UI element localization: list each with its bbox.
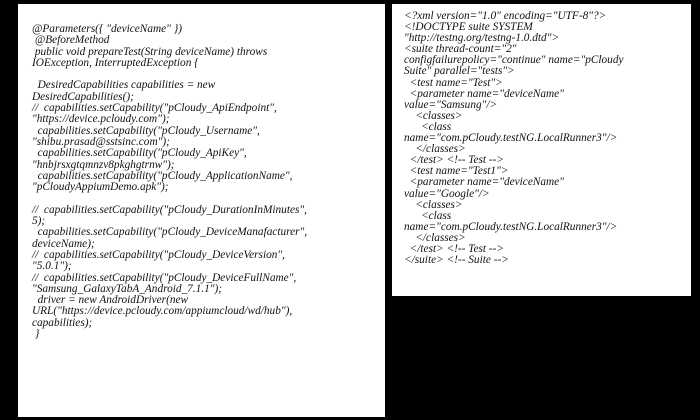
code-line: Suite" parallel="tests"> (404, 65, 515, 78)
code-line: "5.0.1"); (32, 260, 72, 273)
code-line: DesiredCapabilities(); (32, 90, 134, 103)
code-line: "shibu.prasad@sstsinc.com"); (32, 135, 170, 148)
code-line: name="com.pCloudy.testNG.LocalRunner3"/> (404, 132, 618, 145)
code-line: "pCloudyAppiumDemo.apk"); (32, 181, 169, 194)
code-line: name="com.pCloudy.testNG.LocalRunner3"/> (404, 220, 618, 233)
code-line: capabilities.setCapability("pCloudy_Devi… (32, 226, 308, 239)
code-line: value="Google"/> (404, 187, 490, 200)
code-line: <class (404, 120, 452, 133)
code-line: </test> <!-- Test --> (404, 154, 505, 167)
code-line: DesiredCapabilities capabilities = new (32, 79, 216, 92)
code-line: capabilities); (32, 316, 93, 329)
code-line: // capabilities.setCapability("pCloudy_A… (32, 102, 277, 115)
code-line: capabilities.setCapability("pCloudy_ApiK… (32, 147, 247, 160)
code-line: </classes> (404, 231, 466, 244)
code-line: // capabilities.setCapability("pCloudy_D… (32, 271, 297, 284)
code-line: @Parameters({ "deviceName" }) (32, 23, 182, 35)
code-line: <parameter name="deviceName" (404, 176, 564, 189)
code-line: "Samsung_GalaxyTabA_Android_7.1.1"); (32, 282, 223, 295)
code-line: @BeforeMethod (32, 34, 110, 47)
code-line: </classes> (404, 143, 466, 156)
code-line: // capabilities.setCapability("pCloudy_D… (32, 248, 285, 261)
code-line: <test name="Test1"> (404, 165, 509, 178)
code-line: capabilities.setCapability("pCloudy_Appl… (32, 169, 293, 182)
code-line: </suite> <!-- Suite --> (404, 254, 509, 267)
code-line: <classes> (404, 109, 463, 122)
code-line: <!DOCTYPE suite SYSTEM (404, 21, 533, 34)
code-line: IOException, InterruptedException { (32, 56, 199, 69)
code-line: value="Samsung"/> (404, 98, 498, 111)
code-line: <?xml version="1.0" encoding="UTF-8"?> (404, 10, 607, 22)
code-line: <test name="Test"> (404, 76, 503, 89)
code-line: "http://testng.org/testng-1.0.dtd"> (404, 32, 560, 45)
code-line: URL("https://device.pcloudy.com/appiumcl… (32, 305, 293, 318)
code-line: <classes> (404, 198, 463, 211)
code-line: <parameter name="deviceName" (404, 87, 564, 100)
code-line: public void prepareTest(String deviceNam… (32, 45, 268, 58)
java-code-panel: @Parameters({ "deviceName" }) @BeforeMet… (18, 4, 385, 417)
code-line: } (32, 328, 40, 341)
code-line: // capabilities.setCapability("pCloudy_D… (32, 203, 307, 216)
code-line: driver = new AndroidDriver(new (32, 294, 189, 307)
code-line: "https://device.pcloudy.com"); (32, 113, 170, 126)
code-line: 5); (32, 215, 46, 228)
code-line: </test> <!-- Test --> (404, 242, 505, 255)
code-line: <class (404, 209, 452, 222)
code-line: deviceName); (32, 237, 95, 250)
xml-code-panel: <?xml version="1.0" encoding="UTF-8"?> <… (392, 4, 691, 296)
code-line: capabilities.setCapability("pCloudy_User… (32, 124, 260, 137)
code-line: configfailurepolicy="continue" name="pCl… (404, 54, 624, 67)
code-line: <suite thread-count="2" (404, 43, 517, 56)
code-line: "hnbjrsxgtqmnzv8pkghgtrnw"); (32, 158, 175, 171)
